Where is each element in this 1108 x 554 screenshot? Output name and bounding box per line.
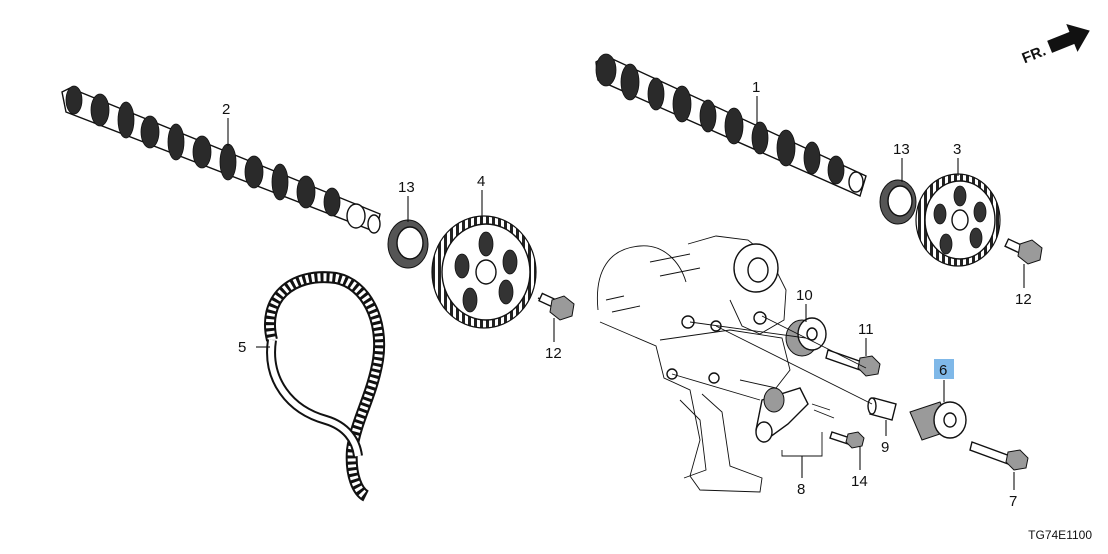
part-label-10[interactable]: 10 — [796, 287, 813, 304]
part-label-1[interactable]: 1 — [752, 79, 760, 96]
assembly-guide-lines — [671, 315, 873, 405]
auto-tensioner — [755, 387, 835, 457]
part-label-9[interactable]: 9 — [881, 439, 889, 456]
oil-seal-left — [387, 219, 429, 269]
part-label-14[interactable]: 14 — [851, 473, 868, 490]
idler-bolt — [825, 349, 881, 377]
idler-pulley — [785, 317, 827, 357]
timing-belt — [264, 271, 386, 502]
part-label-11[interactable]: 11 — [858, 321, 874, 338]
part-label-7[interactable]: 7 — [1009, 493, 1017, 510]
front-arrow-icon — [1047, 23, 1090, 53]
part-label-13-right[interactable]: 13 — [893, 141, 910, 158]
engine-block — [596, 235, 791, 493]
camshaft-right — [595, 53, 867, 197]
part-label-8[interactable]: 8 — [797, 481, 805, 498]
diagram-code: TG74E1100 — [1028, 528, 1092, 542]
highlight-part-6 — [934, 359, 954, 379]
camshaft-left — [61, 85, 381, 234]
leader-lines — [227, 96, 1025, 490]
pulley-bolt-left — [537, 292, 575, 321]
front-direction-label: FR. — [1020, 42, 1049, 67]
part-label-6[interactable]: 6 — [939, 362, 947, 379]
camshaft-pulley-right — [915, 173, 1001, 267]
part-label-5[interactable]: 5 — [238, 339, 246, 356]
part-label-12-right[interactable]: 12 — [1015, 291, 1032, 308]
tensioner-pulley — [909, 401, 967, 441]
tensioner-pulley-bolt — [969, 441, 1029, 471]
front-direction-indicator: FR. — [1020, 23, 1090, 67]
collar — [867, 397, 897, 421]
oil-seal-right — [879, 179, 917, 225]
part-label-2[interactable]: 2 — [222, 101, 230, 118]
pulley-bolt-right — [1004, 238, 1043, 265]
part-label-13-left[interactable]: 13 — [398, 179, 415, 196]
part-label-4[interactable]: 4 — [477, 173, 485, 190]
part-label-3[interactable]: 3 — [953, 141, 961, 158]
camshaft-pulley-left — [431, 215, 537, 329]
part-label-12-left[interactable]: 12 — [545, 345, 562, 362]
tensioner-bolt — [829, 431, 865, 449]
